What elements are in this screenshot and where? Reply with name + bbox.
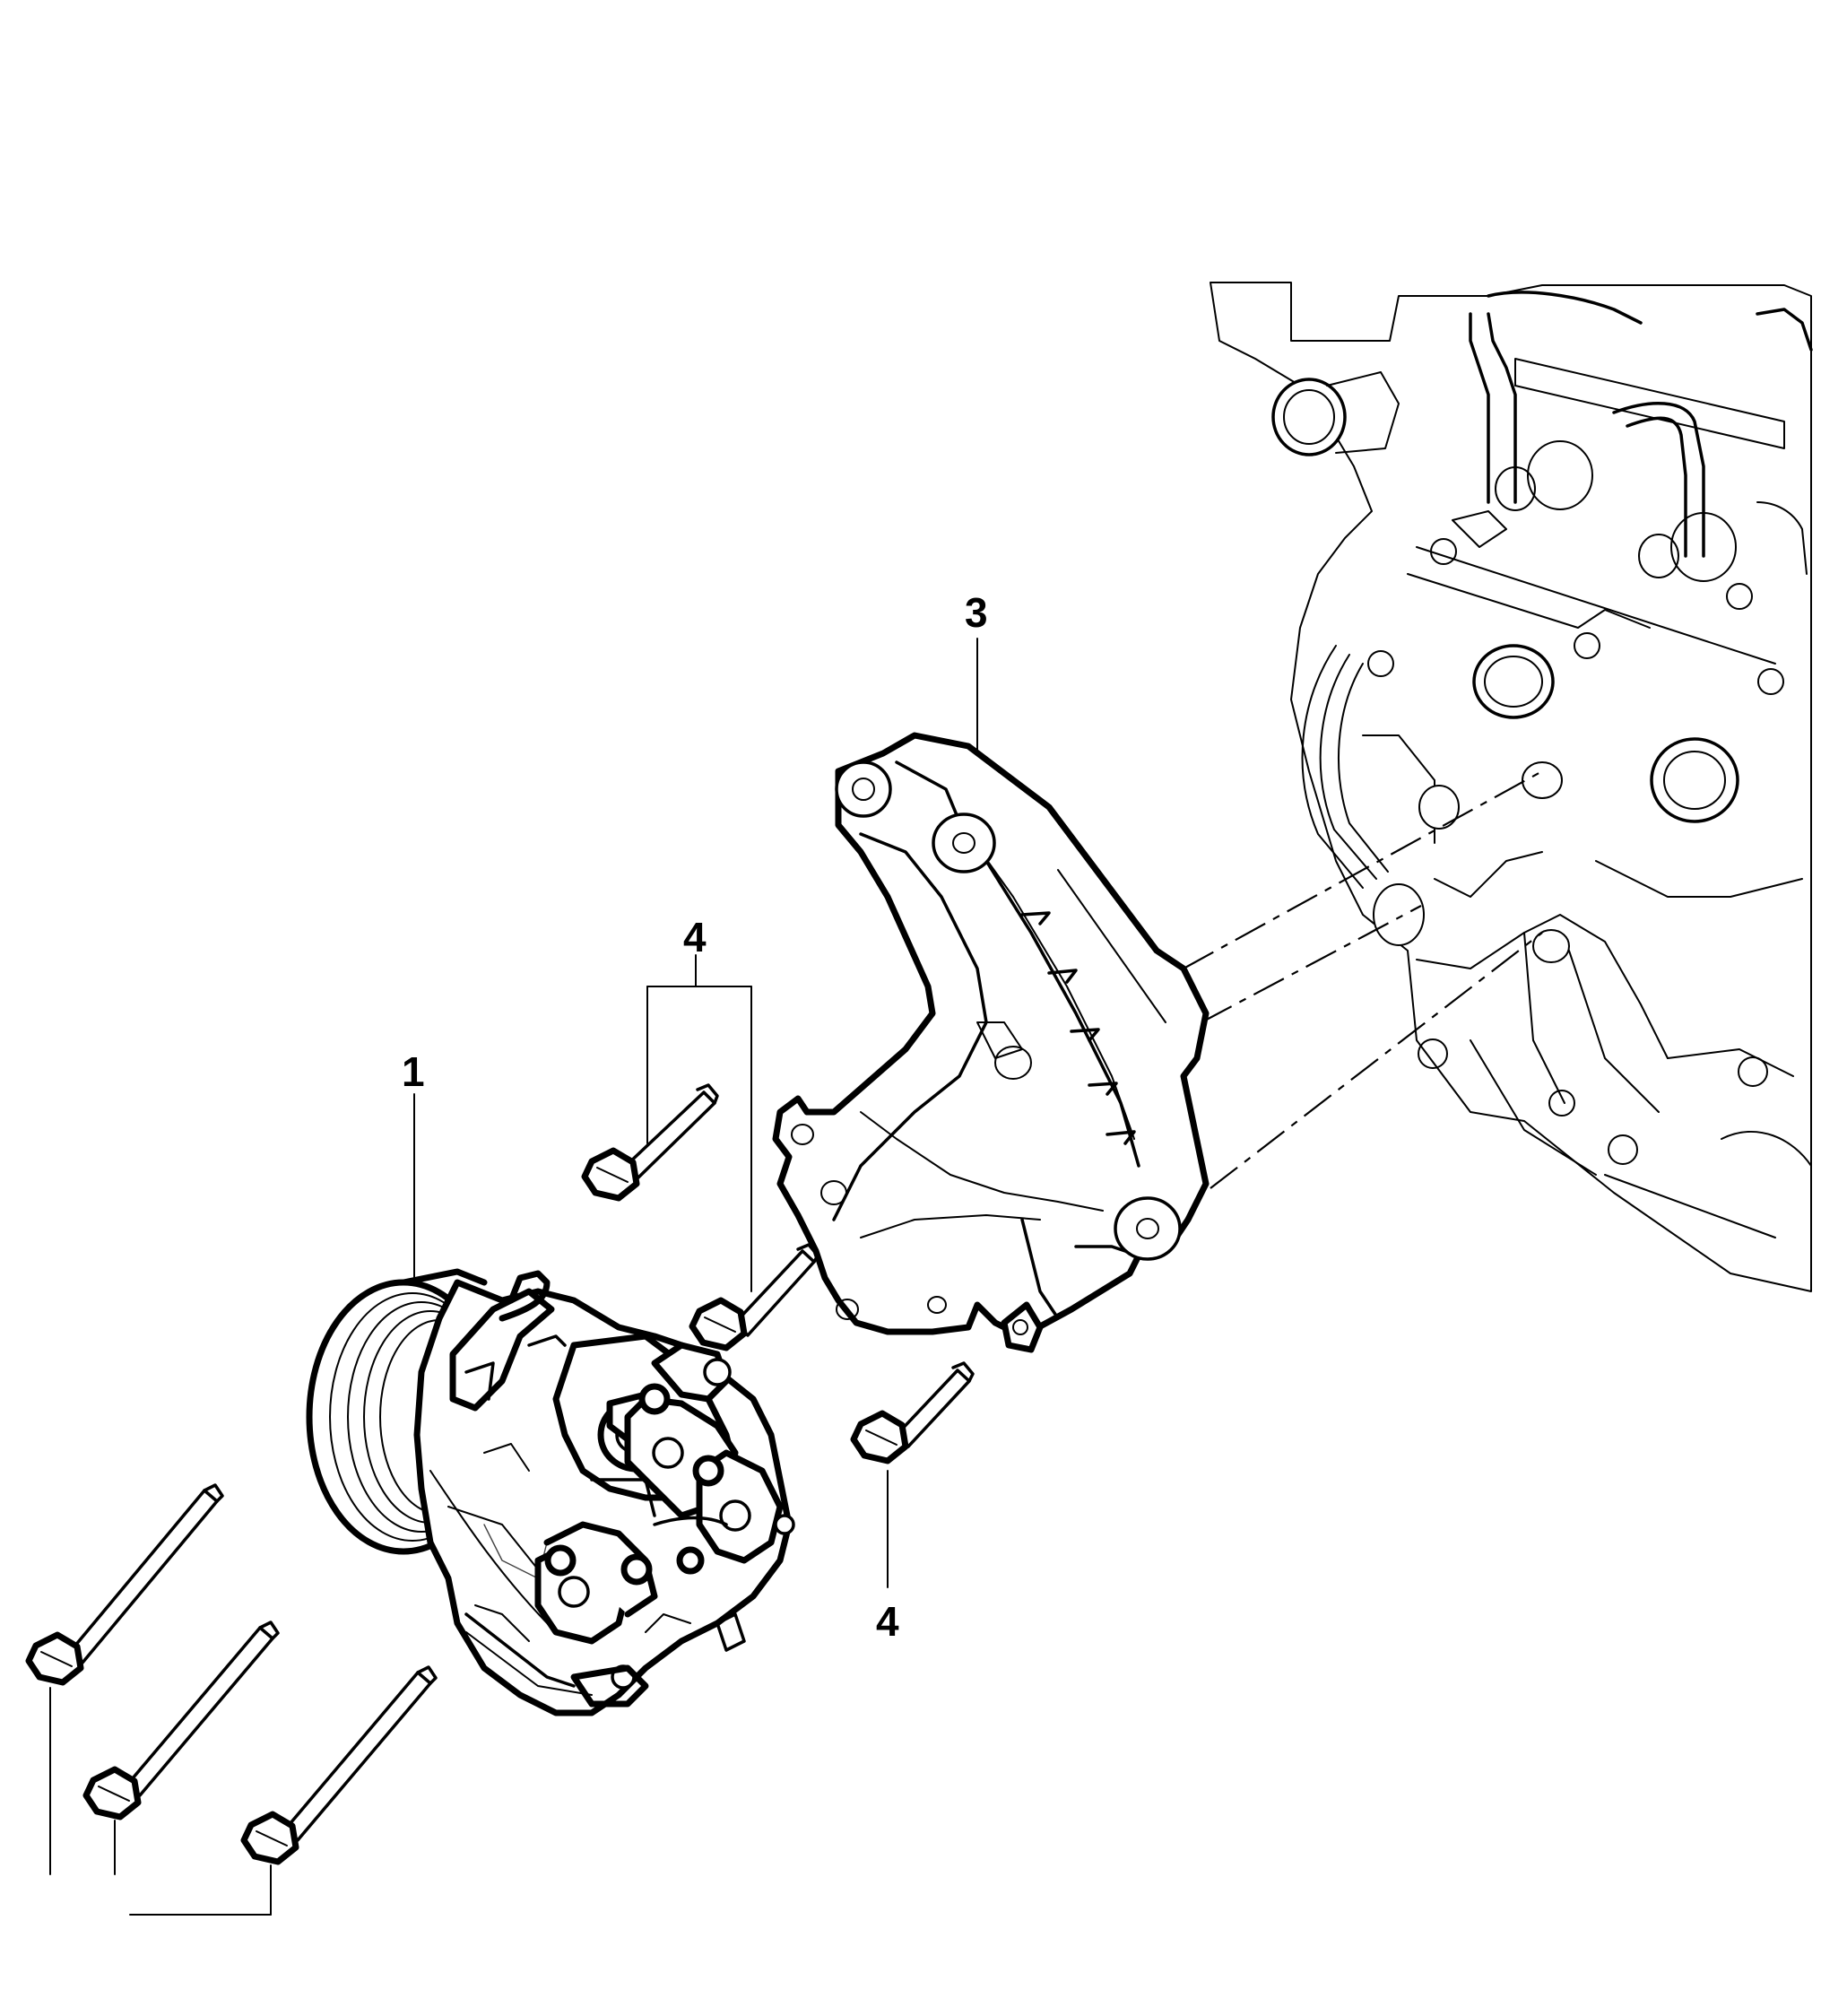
- alignment-lines: [1183, 770, 1543, 1189]
- callout-part-4-lower: 4: [876, 1598, 899, 1645]
- compressor-bolt-2: [82, 1621, 280, 1820]
- bracket-bolt-upper: [581, 1083, 719, 1202]
- engine-block: [1210, 282, 1813, 1292]
- callout-part-1: 1: [402, 1048, 425, 1095]
- bracket-bolt-middle: [689, 1243, 819, 1351]
- compressor-bolt-1: [25, 1483, 224, 1686]
- leader-lines: [49, 638, 978, 1916]
- mounting-bracket: [772, 732, 1210, 1353]
- callout-part-4-upper: 4: [683, 914, 707, 960]
- callout-part-3: 3: [965, 589, 988, 636]
- ac-compressor: [306, 1268, 795, 1716]
- compressor-bolt-3: [240, 1665, 438, 1865]
- bracket-bolt-lower: [850, 1361, 975, 1464]
